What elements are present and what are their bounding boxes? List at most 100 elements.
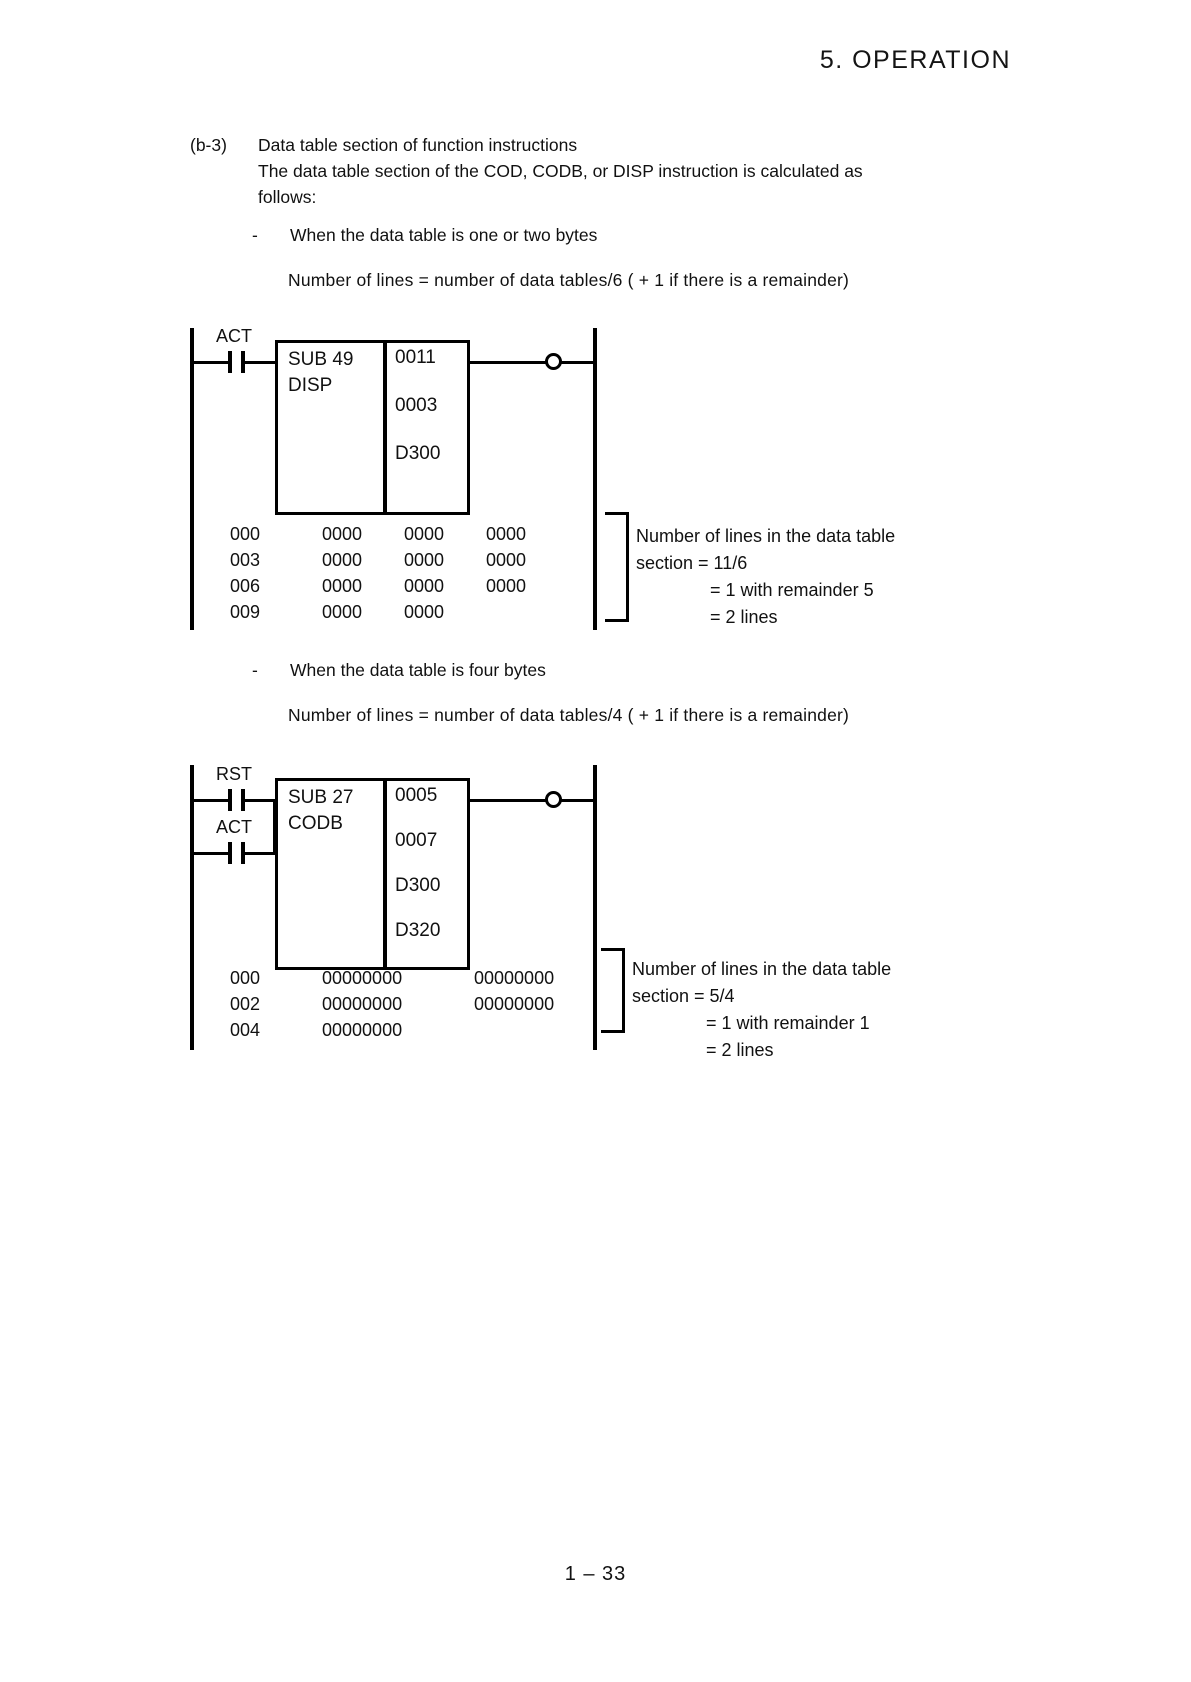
wire-rail-to-contact-rst (192, 799, 228, 802)
wire-coil-to-rail (560, 799, 596, 802)
function-block-disp (275, 340, 470, 515)
wire-box-to-coil (468, 361, 548, 364)
bracket-top (605, 512, 629, 515)
case-one-formula: Number of lines = number of data tables/… (288, 270, 850, 290)
ladder-diagram-codb: RST ACT SUB 27 CODB 0005 0007 D300 D320 (190, 760, 660, 1050)
bracket-vertical (626, 512, 629, 622)
branch-vertical-link (273, 799, 276, 855)
case-two-bullet-row: - When the data table is four bytes (252, 660, 546, 681)
wire-contact-rst-to-box (243, 799, 275, 802)
annotation-codb: Number of lines in the data table sectio… (632, 956, 891, 1064)
case-two-formula: Number of lines = number of data tables/… (288, 705, 850, 725)
parameter-value: 0011 (395, 347, 436, 368)
table-address: 009 (230, 602, 261, 622)
annotation-line: Number of lines in the data table (632, 959, 892, 979)
wire-contact-to-box (243, 361, 275, 364)
table-row: 009 0000 0000 (230, 599, 568, 625)
contact-bar-left (228, 842, 232, 864)
case-one-bullet-row: - When the data table is one or two byte… (252, 225, 597, 246)
annotation-line: section = 5/4 (632, 986, 735, 1006)
table-value: 0000 (322, 524, 363, 544)
parameter-value: 0003 (395, 395, 438, 416)
table-address: 000 (230, 524, 261, 544)
section-heading: Data table section of function instructi… (258, 135, 578, 155)
section-body-line-1: The data table section of the COD, CODB,… (258, 161, 863, 181)
bracket-bottom (605, 619, 629, 622)
table-address: 003 (230, 550, 261, 570)
power-rail-left (190, 765, 194, 1050)
power-rail-right (593, 765, 597, 1050)
parameter-value: 0007 (395, 830, 438, 851)
table-value: 0000 (486, 524, 527, 544)
parameter-value: D300 (395, 443, 441, 464)
table-value: 0000 (404, 524, 445, 544)
section-heading-row: (b-3) Data table section of function ins… (190, 133, 980, 158)
table-value: 0000 (404, 550, 445, 570)
instruction-number: SUB 27 (288, 787, 354, 808)
section-number: (b-3) (190, 135, 227, 155)
instruction-name: CODB (288, 813, 343, 834)
contact-label-act: ACT (216, 817, 252, 837)
section-paragraph: (b-3) Data table section of function ins… (190, 133, 980, 210)
case-two-bullet-text: When the data table is four bytes (290, 660, 546, 680)
function-block-codb (275, 778, 470, 970)
instruction-name: DISP (288, 375, 333, 396)
annotation-bracket (605, 512, 629, 622)
table-row: 003 0000 0000 0000 (230, 547, 568, 573)
wire-coil-to-rail (560, 361, 596, 364)
section-body-line-2: follows: (258, 187, 317, 207)
page-header-chapter-title: 5. OPERATION (819, 46, 1011, 74)
parameter-value: D300 (395, 875, 441, 896)
table-address: 006 (230, 576, 261, 596)
annotation-line: section = 11/6 (636, 553, 748, 573)
function-block-divider (383, 781, 387, 967)
wire-rail-to-contact-act (192, 852, 228, 855)
table-value: 00000000 (322, 968, 403, 988)
function-block-name-block: SUB 27 CODB (288, 785, 353, 837)
table-row: 004 00000000 (230, 1017, 626, 1043)
bracket-bottom (601, 1030, 625, 1033)
case-one-bullet-text: When the data table is one or two bytes (290, 225, 598, 245)
annotation-line: Number of lines in the data table (636, 526, 896, 546)
table-value: 00000000 (474, 968, 555, 988)
contact-bar-left (228, 351, 232, 373)
data-table-listing-codb: 000 00000000 00000000 002 00000000 00000… (230, 965, 626, 1043)
page-footer-number: 1 – 33 (564, 1563, 627, 1585)
bracket-vertical (622, 948, 625, 1033)
case-one-dash: - (252, 225, 258, 245)
contact-label-act: ACT (216, 326, 252, 346)
table-address: 000 (230, 968, 261, 988)
wire-rail-to-contact (192, 361, 228, 364)
table-row: 000 00000000 00000000 (230, 965, 626, 991)
wire-contact-act-to-branch (243, 852, 275, 855)
annotation-line: = 1 with remainder 5 (710, 580, 874, 600)
table-value: 00000000 (322, 994, 403, 1014)
table-row: 000 0000 0000 0000 (230, 521, 568, 547)
table-value: 0000 (322, 576, 363, 596)
annotation-line: = 2 lines (710, 607, 778, 627)
table-value: 0000 (322, 602, 363, 622)
power-rail-right (593, 328, 597, 630)
annotation-line: = 1 with remainder 1 (706, 1013, 870, 1033)
table-row: 002 00000000 00000000 (230, 991, 626, 1017)
case-two-dash: - (252, 660, 258, 680)
table-address: 002 (230, 994, 261, 1014)
table-address: 004 (230, 1020, 261, 1040)
data-table-listing-disp: 000 0000 0000 0000 003 0000 0000 0000 00… (230, 521, 568, 625)
table-value: 0000 (322, 550, 363, 570)
wire-box-to-coil (468, 799, 548, 802)
function-block-parameters: 0011 0003 D300 (395, 347, 440, 491)
table-value: 00000000 (474, 994, 555, 1014)
power-rail-left (190, 328, 194, 630)
table-value: 0000 (486, 576, 527, 596)
contact-bar-left (228, 789, 232, 811)
annotation-line: = 2 lines (706, 1040, 774, 1060)
function-block-name-block: SUB 49 DISP (288, 347, 353, 399)
table-value: 0000 (404, 602, 445, 622)
parameter-value: D320 (395, 920, 441, 941)
table-row: 006 0000 0000 0000 (230, 573, 568, 599)
annotation-disp: Number of lines in the data table sectio… (636, 523, 895, 631)
parameter-value: 0005 (395, 785, 438, 806)
function-block-divider (383, 343, 387, 512)
